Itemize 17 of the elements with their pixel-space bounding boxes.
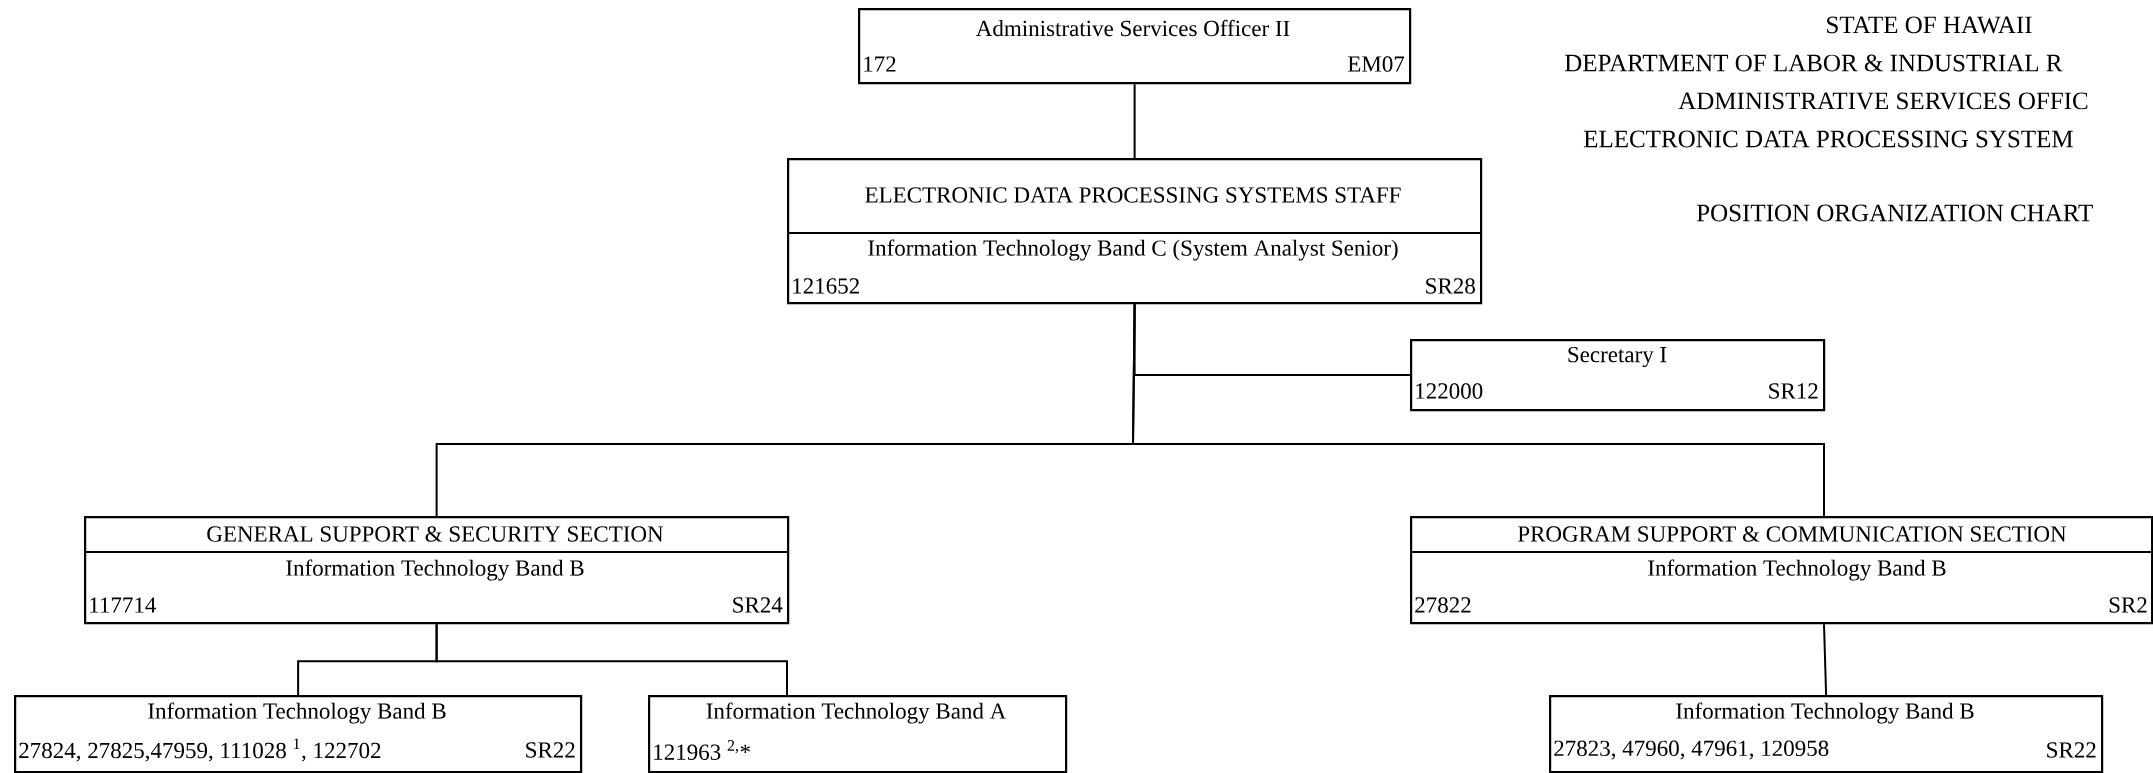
heading-text: STATE OF HAWAII (1827, 16, 2032, 34)
heading-text: ELECTRONIC DATA PROCESSING SYSTEM (1583, 130, 2073, 148)
heading-text: DEPARTMENT OF LABOR & INDUSTRIAL R (1564, 54, 2063, 72)
position-box: ELECTRONIC DATA PROCESSING SYSTEMS STAFF Information Technology Band C (System Analyst Senior) 121652 SR28 (786, 158, 1483, 305)
connector-line (1133, 83, 1136, 159)
position-box: Administrative Services Officer II 172 EM07 (858, 8, 1412, 85)
connector-line (1823, 623, 1828, 696)
heading-text: ADMINISTRATIVE SERVICES OFFIC (1678, 92, 2088, 110)
position-box: Information Technology Band A 121963 $^{2,}$* (648, 695, 1068, 773)
position-box: Information Technology Band B 27824, 27825,47959, 111028 $^{1}$, 122702 SR22 (14, 695, 583, 773)
heading-text: POSITION ORGANIZATION CHART (1696, 204, 2093, 222)
connector-line (435, 623, 788, 696)
position-box: Secretary I 122000 SR12 (1410, 339, 1826, 412)
connector-line (1132, 303, 1825, 517)
position-box: GENERAL SUPPORT & SECURITY SECTION Information Technology Band B 117714 SR24 (83, 516, 790, 625)
position-box: Information Technology Band B 27823, 47960, 47961, 120958 SR22 (1549, 695, 2104, 773)
position-box: PROGRAM SUPPORT & COMMUNICATION SECTION Information Technology Band B 27822 SR2 (1409, 516, 2153, 625)
